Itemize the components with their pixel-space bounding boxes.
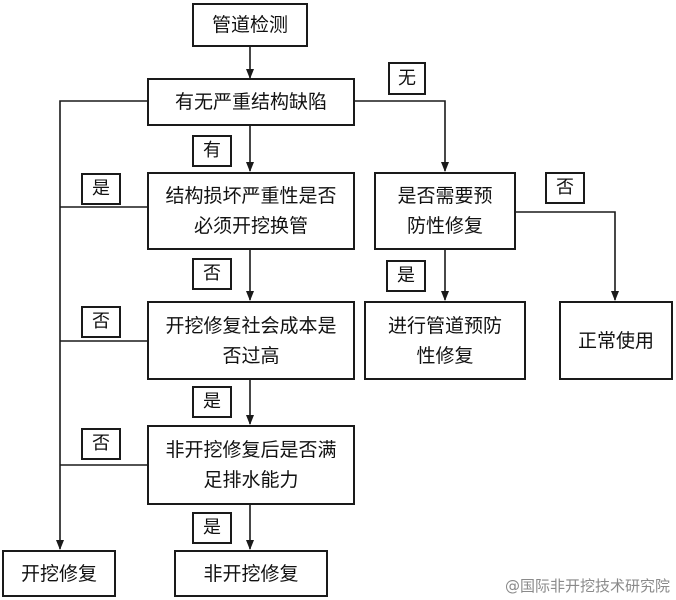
node-label: 结构损坏严重性是否必须开挖换管 xyxy=(165,185,337,237)
tag-no-drainage: 否 xyxy=(81,428,121,460)
arrow-defect-to-prevent xyxy=(354,100,449,172)
tag-no-cost: 否 xyxy=(81,306,121,338)
tag-yes-cost: 是 xyxy=(192,386,232,418)
node-label: 管道检测 xyxy=(211,14,288,36)
arrow-left-to-opencut-repair xyxy=(56,100,148,550)
node-label: 开挖修复 xyxy=(20,562,97,585)
tag-none: 无 xyxy=(388,62,426,95)
node-label: 有无严重结构缺陷 xyxy=(174,91,327,113)
tag-has: 有 xyxy=(192,135,232,167)
node-preventive-question: 是否需要预防性修复 xyxy=(374,172,516,250)
node-pipe-inspection: 管道检测 xyxy=(192,3,308,47)
node-label: 进行管道预防性修复 xyxy=(387,314,502,367)
node-open-cut-repair: 开挖修复 xyxy=(2,550,116,597)
arrow-prevent-to-normal xyxy=(516,211,619,301)
node-label: 非开挖修复 xyxy=(203,562,299,585)
node-social-cost-question: 开挖修复社会成本是否过高 xyxy=(147,301,355,380)
tag-no-open-cut: 否 xyxy=(192,258,232,290)
node-drainage-question: 非开挖修复后是否满足排水能力 xyxy=(147,425,355,505)
node-preventive-repair: 进行管道预防性修复 xyxy=(364,301,526,380)
node-open-cut-question: 结构损坏严重性是否必须开挖换管 xyxy=(147,172,355,250)
node-label: 正常使用 xyxy=(577,329,654,352)
node-trenchless-repair: 非开挖修复 xyxy=(174,550,328,597)
node-structural-defect-question: 有无严重结构缺陷 xyxy=(147,78,355,126)
tag-yes-open-cut: 是 xyxy=(81,173,121,205)
tag-yes-drainage: 是 xyxy=(192,512,232,544)
node-normal-use: 正常使用 xyxy=(559,301,673,380)
node-label: 是否需要预防性修复 xyxy=(397,185,493,237)
node-label: 开挖修复社会成本是否过高 xyxy=(165,314,337,367)
watermark: @国际非开挖技术研究院 xyxy=(504,577,670,595)
tag-no-prevent: 否 xyxy=(545,172,585,204)
tag-yes-prevent: 是 xyxy=(386,260,426,292)
node-label: 非开挖修复后是否满足排水能力 xyxy=(165,439,337,491)
